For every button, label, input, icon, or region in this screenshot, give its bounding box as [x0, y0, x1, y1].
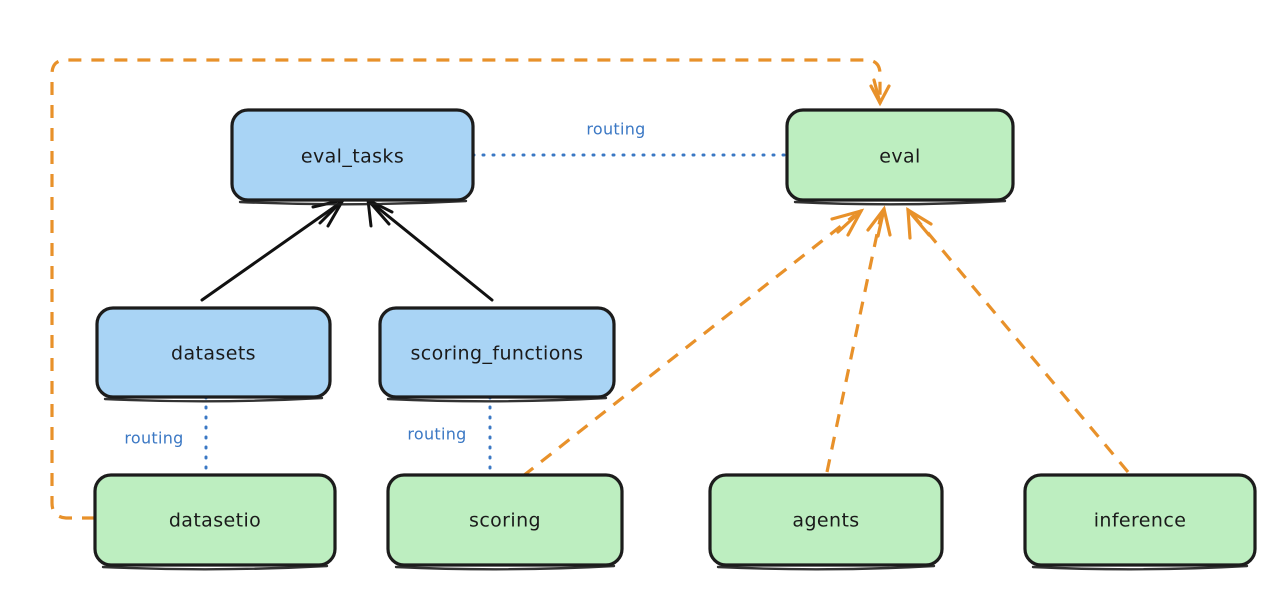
- edge-scoring-eval: [522, 208, 865, 478]
- node-eval[interactable]: eval: [785, 108, 1015, 206]
- node-inference[interactable]: inference: [1023, 473, 1257, 571]
- node-datasetio[interactable]: datasetio: [93, 473, 337, 571]
- node-scoring-functions[interactable]: scoring_functions: [378, 306, 616, 403]
- edge-inference-eval: [906, 207, 1130, 474]
- edge-label-routing-middle: routing: [407, 425, 466, 444]
- node-inference-label: inference: [1094, 510, 1187, 532]
- node-agents-label: agents: [792, 510, 859, 532]
- node-agents[interactable]: agents: [708, 473, 944, 571]
- node-scoring[interactable]: scoring: [386, 473, 624, 571]
- edge-agents-eval: [825, 205, 892, 473]
- node-scoring-functions-shape: [378, 306, 616, 399]
- node-scoring-shape: [386, 473, 624, 567]
- node-datasetio-label: datasetio: [169, 510, 261, 532]
- node-eval-tasks[interactable]: eval_tasks: [230, 108, 475, 206]
- node-inference-shape: [1023, 473, 1257, 567]
- node-eval-shape: [785, 108, 1015, 202]
- node-datasets[interactable]: datasets: [95, 306, 332, 403]
- edge-label-routing-top: routing: [586, 120, 645, 139]
- node-eval-label: eval: [879, 146, 920, 168]
- node-datasets-label: datasets: [171, 343, 256, 365]
- node-agents-shape: [708, 473, 944, 567]
- node-eval-tasks-shape: [230, 108, 475, 202]
- edge-datasets-eval-tasks: [200, 197, 347, 302]
- node-eval-tasks-label: eval_tasks: [301, 146, 404, 168]
- edge-datasetio-eval: [50, 58, 891, 520]
- edge-scoring-functions-eval-tasks: [366, 197, 494, 302]
- node-scoring-functions-label: scoring_functions: [411, 343, 584, 365]
- node-scoring-label: scoring: [469, 510, 541, 532]
- edge-label-routing-left: routing: [124, 429, 183, 448]
- node-datasetio-shape: [93, 473, 337, 567]
- node-datasets-shape: [95, 306, 332, 399]
